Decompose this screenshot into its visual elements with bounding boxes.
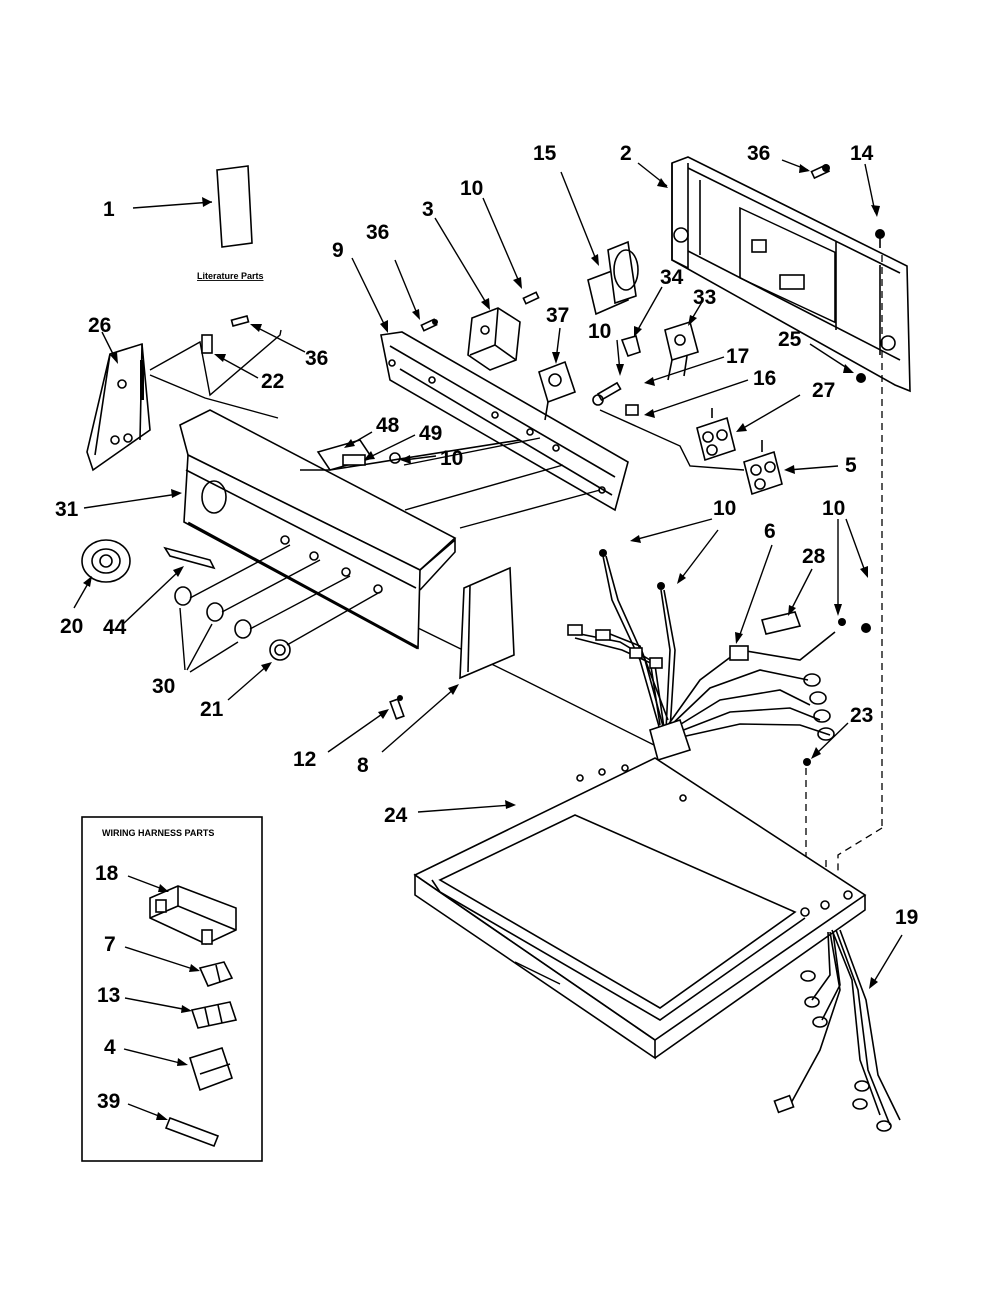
- callout-48: 48: [376, 414, 400, 437]
- literature-booklet: Literature Parts: [132, 165, 264, 281]
- callout-17: 17: [726, 345, 749, 368]
- harness-box-title: WIRING HARNESS PARTS: [102, 828, 214, 838]
- callout-24: 24: [384, 804, 408, 827]
- nut-25: [809, 343, 866, 383]
- screw-36-middle: [394, 259, 438, 332]
- callout-5: 5: [845, 454, 857, 477]
- knob-21: [227, 591, 381, 701]
- callout-33: 33: [693, 286, 716, 309]
- end-panel-8: [381, 566, 515, 753]
- relay-37: [538, 327, 577, 421]
- knob-20: [73, 539, 131, 609]
- switch-33: [664, 301, 703, 381]
- callout-44: 44: [103, 616, 127, 639]
- callout-14: 14: [850, 142, 874, 165]
- callout-2: 2: [620, 142, 632, 165]
- callout-8: 8: [357, 754, 369, 777]
- callout-19: 19: [895, 906, 918, 929]
- console-end-cap-26: [86, 331, 151, 472]
- callout-16: 16: [753, 367, 776, 390]
- back-console-panel: [637, 156, 911, 393]
- callout-numbers: 1 2 3 10 15 36 14 9 36 34 33 26 36 22 37…: [55, 142, 918, 1113]
- callout-7: 7: [104, 933, 116, 956]
- lens-44: [121, 546, 216, 626]
- callout-10e: 10: [822, 497, 845, 520]
- callout-9: 9: [332, 239, 344, 262]
- callout-36b: 36: [366, 221, 389, 244]
- terminal-28: [761, 568, 813, 635]
- screw-10-console: [389, 452, 437, 464]
- callout-30: 30: [152, 675, 175, 698]
- pushbutton-49: [342, 434, 416, 466]
- literature-caption: Literature Parts: [197, 271, 264, 281]
- top-cover-24: [413, 757, 883, 1060]
- screw-10-mid: [592, 339, 624, 406]
- callout-37: 37: [546, 304, 569, 327]
- callout-22: 22: [261, 370, 284, 393]
- callout-10c: 10: [440, 447, 463, 470]
- callout-15: 15: [533, 142, 557, 165]
- callout-6: 6: [764, 520, 776, 543]
- harness-19: [773, 929, 903, 1132]
- screws-10-harness: [630, 518, 871, 633]
- screw-14: [864, 163, 885, 828]
- terminal-16: [625, 379, 749, 418]
- callout-26: 26: [88, 314, 111, 337]
- connecting-lines: [149, 329, 745, 749]
- console-bracket-9: [351, 257, 629, 512]
- callout-21: 21: [200, 698, 224, 721]
- callout-36c: 36: [305, 347, 328, 370]
- switch-5: [743, 440, 839, 496]
- callout-49: 49: [419, 422, 442, 445]
- callout-36a: 36: [747, 142, 770, 165]
- callout-4: 4: [104, 1036, 116, 1059]
- selector-switch-27: [696, 394, 801, 462]
- timer-15: [560, 171, 639, 316]
- clip-34: [620, 286, 663, 358]
- wiring-harness-parts-box: WIRING HARNESS PARTS: [81, 816, 263, 1162]
- callout-12: 12: [293, 748, 316, 771]
- screw-10-top: [482, 197, 540, 305]
- switch-3: [434, 217, 521, 371]
- callout-10a: 10: [460, 177, 483, 200]
- callout-1: 1: [103, 198, 115, 221]
- control-console-31: [83, 409, 457, 650]
- screw-36-left: [230, 315, 306, 353]
- callout-13: 13: [97, 984, 120, 1007]
- callout-31: 31: [55, 498, 79, 521]
- knobs-30: [174, 544, 351, 673]
- callout-34: 34: [660, 266, 684, 289]
- callout-10b: 10: [588, 320, 611, 343]
- callout-10d: 10: [713, 497, 736, 520]
- wiring-harness-6: [567, 544, 836, 762]
- callout-23: 23: [850, 704, 873, 727]
- screw-36-top: [781, 159, 831, 180]
- callout-25: 25: [778, 328, 802, 351]
- clip-22: [201, 334, 259, 379]
- callout-39: 39: [97, 1090, 120, 1113]
- callout-20: 20: [60, 615, 83, 638]
- callout-3: 3: [422, 198, 434, 221]
- callout-28: 28: [802, 545, 826, 568]
- callout-18: 18: [95, 862, 119, 885]
- callout-27: 27: [812, 379, 835, 402]
- terminal-17: [644, 356, 725, 386]
- screw-12: [327, 695, 405, 753]
